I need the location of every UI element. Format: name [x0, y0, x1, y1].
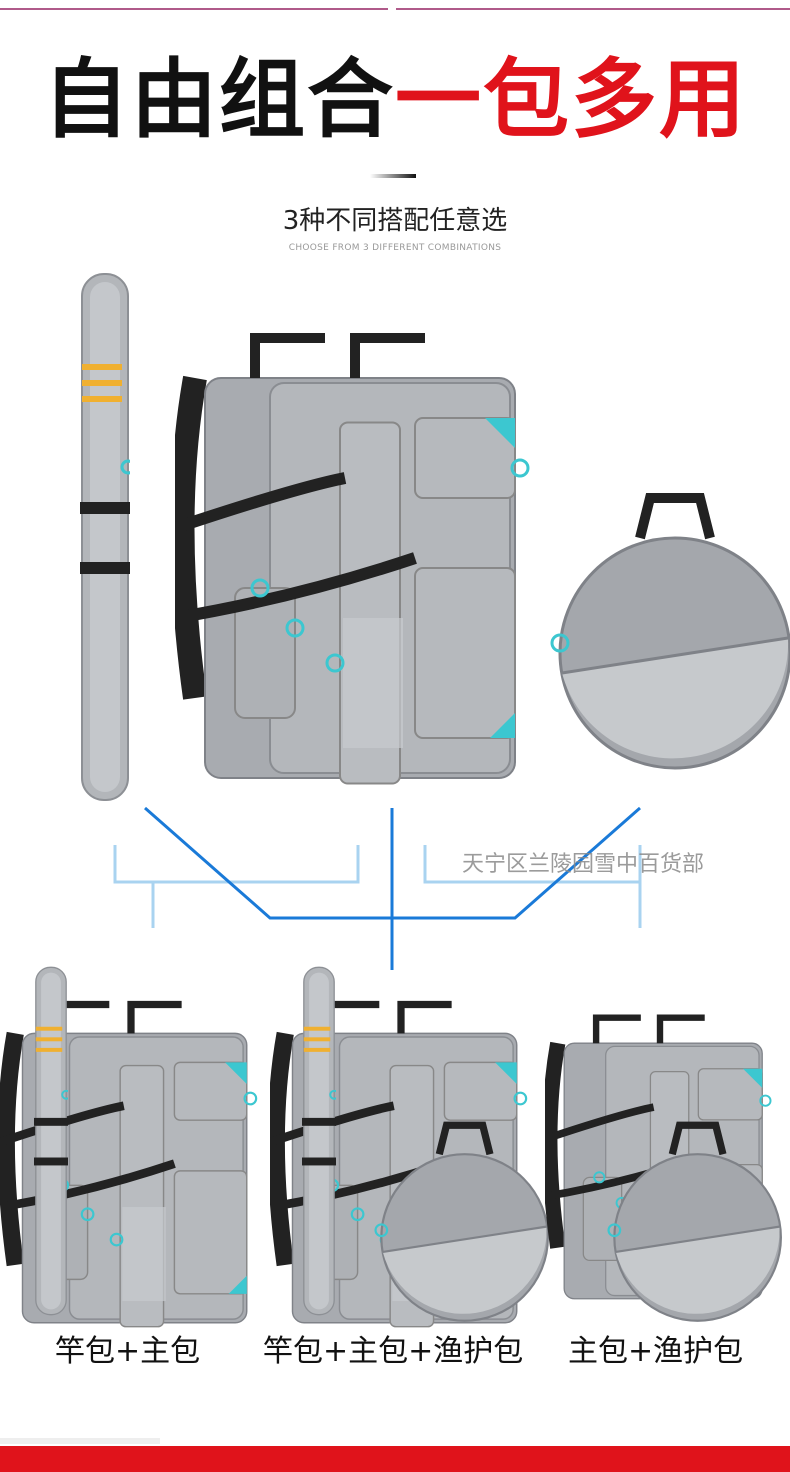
combo-label-rod-main-keepnet: 竿包+主包+渔护包 [263, 1334, 524, 1369]
watermark: 天宁区兰陵园雪中百货部 [462, 852, 705, 877]
combo-label-rod-main: 竿包+主包 [55, 1334, 201, 1369]
top-strip-left [0, 0, 388, 10]
title-black: 自由组合 [43, 50, 395, 150]
top-strip-right [396, 0, 790, 10]
page-title: 自由组合一包多用 [0, 50, 790, 150]
subtitle-english: CHOOSE FROM 3 DIFFERENT COMBINATIONS [288, 243, 502, 253]
combo-3-image [545, 1018, 781, 1321]
bottom-red-bar [0, 1446, 790, 1472]
main-combination-image [80, 272, 790, 802]
combo-1-image [1, 966, 256, 1326]
title-red: 一包多用 [395, 50, 747, 150]
subtitle: 3种不同搭配任意选 [282, 206, 508, 236]
combo-2-image [271, 966, 548, 1326]
divider [370, 174, 416, 178]
combo-label-main-keepnet: 主包+渔护包 [568, 1334, 744, 1369]
connector-lines [113, 806, 642, 970]
bottom-divider [0, 1438, 160, 1444]
